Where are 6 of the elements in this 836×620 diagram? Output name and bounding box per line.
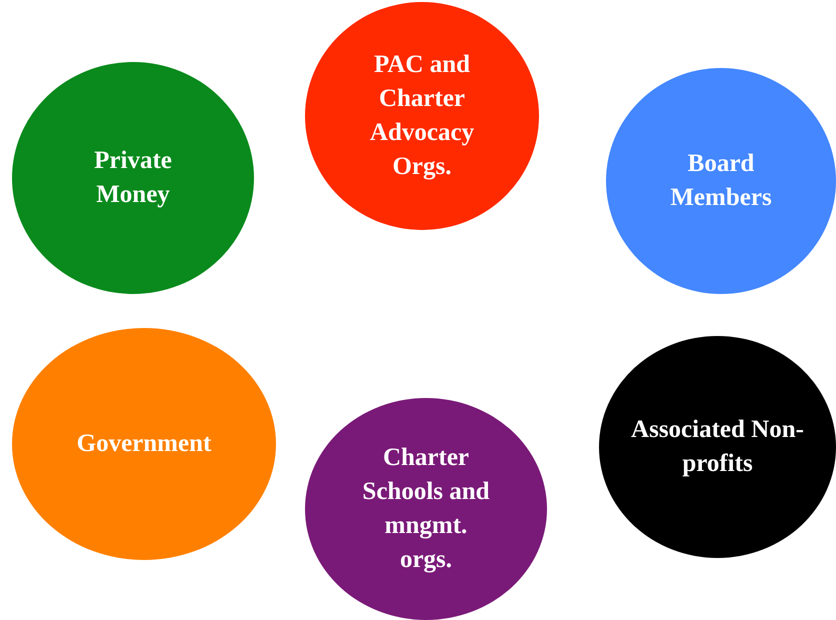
circle-label: Charter Schools and mngmt. orgs. [361,443,491,575]
circle-label: Associated Non-profits [630,415,805,479]
circle-label: Board Members [669,149,773,213]
circle-label: Private Money [93,146,173,210]
circle-label: PAC and Charter Advocacy Orgs. [368,50,476,182]
circle-label: Government [76,429,212,459]
